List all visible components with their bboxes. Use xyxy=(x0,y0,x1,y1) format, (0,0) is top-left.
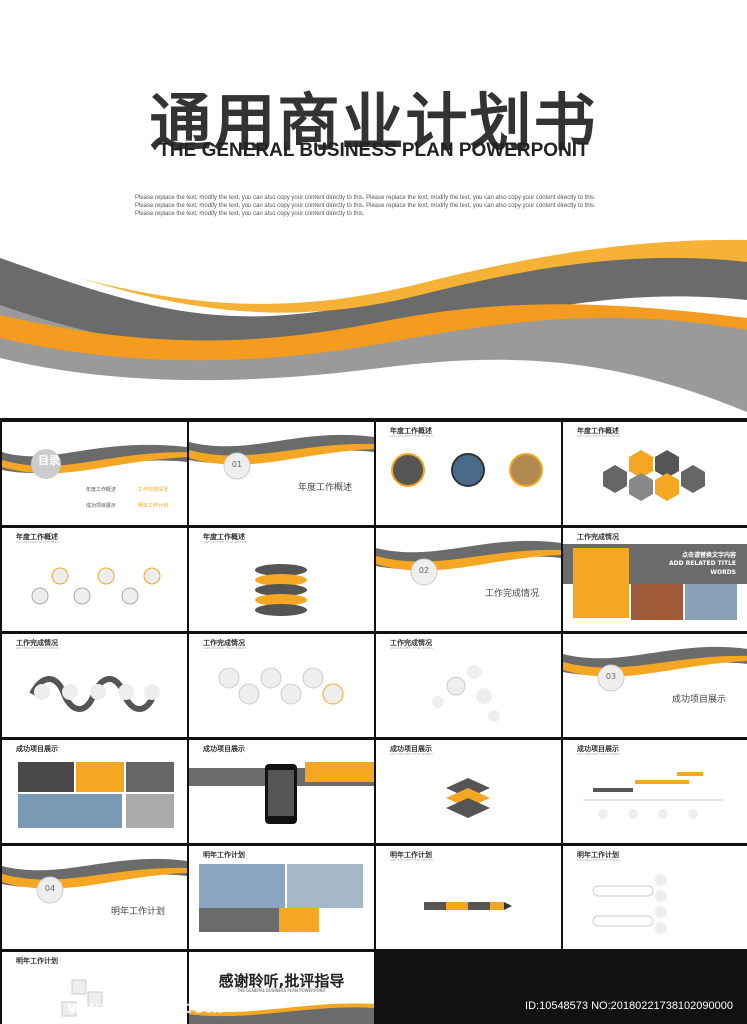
slide-heading: 成功项目展示 xyxy=(577,745,619,753)
slide-heading: 工作完成情况 xyxy=(390,639,432,647)
slide-heading: 年度工作概述 xyxy=(203,533,245,541)
section-number: 01 xyxy=(231,460,243,469)
hero-wave-graphic xyxy=(0,239,747,412)
slide-heading: 明年工作计划 xyxy=(16,957,58,965)
slide-heading: 年度工作概述 xyxy=(390,427,432,435)
slide-subheading: ADD RELATED TITLE WORDS xyxy=(577,752,620,756)
section-number: 02 xyxy=(418,566,430,575)
hero-subtitle: THE GENERAL BUSINESS PLAN POWERPONIT xyxy=(158,140,589,161)
slide-subheading: ADD RELATED TITLE WORDS xyxy=(390,646,433,650)
slide-thumb-plan-pencil[interactable]: 明年工作计划 ADD RELATED TITLE WORDS xyxy=(376,846,561,949)
slide-thumb-annual-hexagons[interactable]: 年度工作概述 ADD RELATED TITLE WORDS xyxy=(563,422,747,525)
slide-heading: 明年工作计划 xyxy=(390,851,432,859)
related-line-1: 点击请替换文字内容 xyxy=(681,552,736,559)
slide-heading: 工作完成情况 xyxy=(577,533,619,541)
slide-subheading: ADD RELATED TITLE WORDS xyxy=(16,540,59,544)
slide-thumb-toc[interactable]: 目录 年度工作概述 工作完成情况 成功项目展示 明年工作计划 xyxy=(2,422,187,525)
slide-thumb-plan-cubes[interactable]: 明年工作计划 xyxy=(2,952,187,1024)
related-line-3: WORDS xyxy=(710,569,736,576)
slide-subheading: ADD RELATED TITLE WORDS xyxy=(390,858,433,862)
section-label: 年度工作概述 xyxy=(297,483,352,493)
toc-item-1: 年度工作概述 xyxy=(86,487,117,493)
watermark-logo: 昵图网 www.nipic.com xyxy=(6,998,225,1018)
slide-subheading: ADD RELATED TITLE WORDS xyxy=(577,858,620,862)
related-line-2: ADD RELATED TITLE xyxy=(668,560,736,567)
slide-thumb-success-layers[interactable]: 成功项目展示 ADD RELATED TITLE WORDS xyxy=(376,740,561,843)
slide-thumb-thanks[interactable]: 感谢聆听,批评指导 THE GENERAL BUSINESS PLAN POWE… xyxy=(189,952,374,1024)
slide-heading: 工作完成情况 xyxy=(16,639,58,647)
slide-heading: 明年工作计划 xyxy=(577,851,619,859)
slide-thumb-work-bubbles[interactable]: 工作完成情况 ADD RELATED TITLE WORDS xyxy=(189,634,374,737)
end-title: 感谢聆听,批评指导 xyxy=(218,972,345,990)
slide-subheading: ADD RELATED TITLE WORDS xyxy=(16,646,59,650)
slide-heading: 年度工作概述 xyxy=(577,427,619,435)
slide-thumb-section-04[interactable]: 04 明年工作计划 xyxy=(2,846,187,949)
slide-subheading: ADD RELATED TITLE WORDS xyxy=(577,434,620,438)
slide-thumb-annual-stack[interactable]: 年度工作概述 ADD RELATED TITLE WORDS xyxy=(189,528,374,631)
section-label: 工作完成情况 xyxy=(484,589,539,599)
hero-body-text: Please replace the text, modify the text… xyxy=(135,195,596,217)
slide-thumb-annual-icons[interactable]: 年度工作概述 ADD RELATED TITLE WORDS xyxy=(2,528,187,631)
slide-thumb-section-03[interactable]: 03 成功项目展示 xyxy=(563,634,747,737)
slide-thumb-success-photos[interactable]: 成功项目展示 xyxy=(2,740,187,843)
toc-title: 目录 xyxy=(38,454,60,467)
hero-slide: 通用商业计划书 THE GENERAL BUSINESS PLAN POWERP… xyxy=(0,0,747,418)
slide-thumb-success-phone[interactable]: 成功项目展示 xyxy=(189,740,374,843)
slide-heading: 成功项目展示 xyxy=(390,745,432,753)
slide-thumb-section-02[interactable]: 02 工作完成情况 xyxy=(376,528,561,631)
slide-subheading: ADD RELATED TITLE WORDS xyxy=(390,434,433,438)
section-number: 03 xyxy=(605,672,617,681)
slide-thumb-section-01[interactable]: 01 年度工作概述 xyxy=(189,422,374,525)
section-number: 04 xyxy=(44,884,56,893)
slide-thumbnail-grid: 目录 年度工作概述 工作完成情况 成功项目展示 明年工作计划 01 年度工作概述… xyxy=(0,420,747,1024)
slide-thumb-work-balloons[interactable]: 工作完成情况 ADD RELATED TITLE WORDS xyxy=(376,634,561,737)
watermark-id: ID:10548573 NO:20180221738102090000 xyxy=(525,1000,733,1012)
toc-item-3: 成功项目展示 xyxy=(86,503,117,509)
section-label: 明年工作计划 xyxy=(110,907,165,917)
slide-thumb-plan-team[interactable]: 明年工作计划 xyxy=(189,846,374,949)
slide-heading: 年度工作概述 xyxy=(16,533,58,541)
toc-item-4: 明年工作计划 xyxy=(138,503,169,509)
slide-thumb-work-photos[interactable]: 工作完成情况 点击请替换文字内容 ADD RELATED TITLE WORDS xyxy=(563,528,747,631)
slide-heading: 明年工作计划 xyxy=(203,851,245,859)
slide-thumb-work-wave[interactable]: 工作完成情况 ADD RELATED TITLE WORDS xyxy=(2,634,187,737)
slide-heading: 成功项目展示 xyxy=(203,745,245,753)
slide-subheading: ADD RELATED TITLE WORDS xyxy=(203,646,246,650)
slide-thumb-annual-circles[interactable]: 年度工作概述 ADD RELATED TITLE WORDS xyxy=(376,422,561,525)
slide-thumb-success-timeline[interactable]: 成功项目展示 ADD RELATED TITLE WORDS xyxy=(563,740,747,843)
end-subtitle: THE GENERAL BUSINESS PLAN POWERPONIT xyxy=(236,988,327,993)
slide-heading: 工作完成情况 xyxy=(203,639,245,647)
slide-subheading: ADD RELATED TITLE WORDS xyxy=(390,752,433,756)
toc-item-2: 工作完成情况 xyxy=(138,487,169,493)
slide-heading: 成功项目展示 xyxy=(16,745,58,753)
slide-subheading: ADD RELATED TITLE WORDS xyxy=(203,540,246,544)
slide-thumb-plan-list[interactable]: 明年工作计划 ADD RELATED TITLE WORDS xyxy=(563,846,747,949)
hero-title: 通用商业计划书 xyxy=(149,86,598,159)
section-label: 成功项目展示 xyxy=(671,695,726,705)
